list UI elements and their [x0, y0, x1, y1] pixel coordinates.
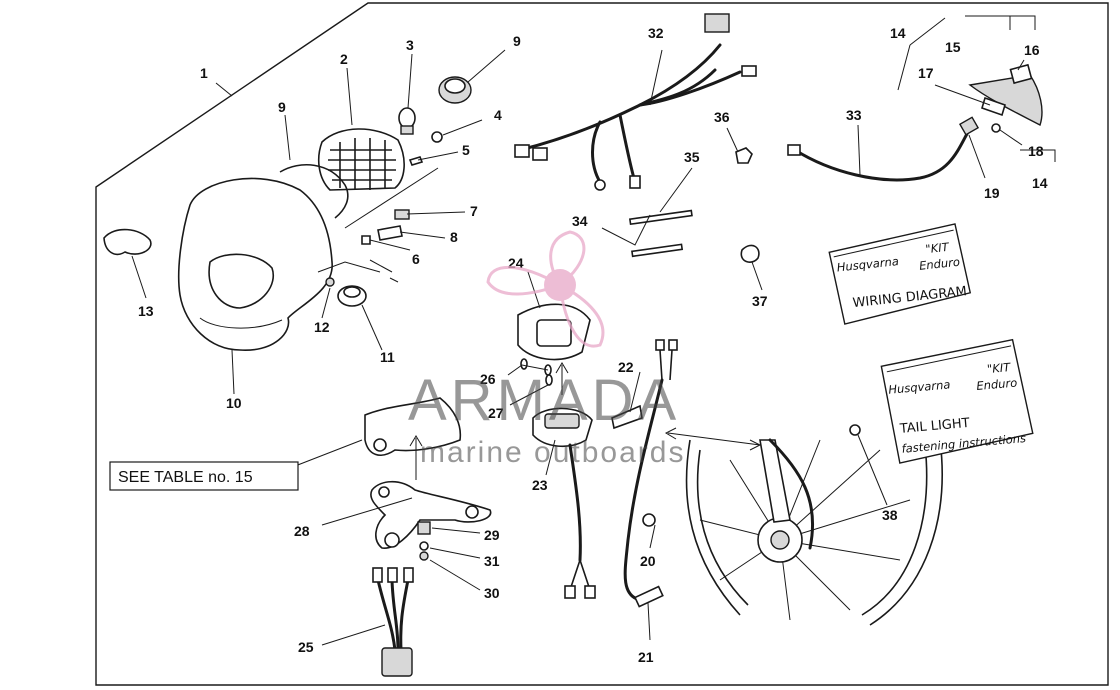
- callout-11: 11: [380, 349, 395, 365]
- cable-tie-lower: [631, 243, 684, 258]
- taillight-card-brand: Husqvarna: [888, 377, 951, 396]
- cable-guide: [103, 228, 152, 256]
- speed-sensor-cable: [611, 339, 678, 608]
- callout-33: 33: [846, 107, 862, 123]
- sub-harness: [372, 567, 414, 677]
- tail-light-assembly: [965, 15, 1056, 162]
- wiring-diagram-card: Husqvarna "KIT Enduro WIRING DIAGRAM: [828, 223, 972, 325]
- front-wheel: [685, 438, 943, 626]
- callout-19: 19: [984, 185, 1000, 201]
- bulb-socket: [438, 76, 472, 104]
- callout-16: 16: [1024, 42, 1040, 58]
- bushing-mid: [545, 374, 553, 386]
- callout-6: 6: [412, 251, 420, 267]
- callout-29: 29: [484, 527, 500, 543]
- wiring-card-brand: Husqvarna: [836, 254, 899, 274]
- taillight-cable: [793, 130, 970, 182]
- callout-31: 31: [484, 553, 500, 569]
- taillight-card-kit: "KIT: [986, 360, 1011, 376]
- callout-4: 4: [494, 107, 502, 123]
- bracket-plate: [377, 225, 403, 241]
- instrument-housing: [517, 303, 591, 361]
- callout-9-gasket: 9: [278, 99, 286, 115]
- callout-7: 7: [470, 203, 478, 219]
- callout-1: 1: [200, 65, 208, 81]
- taillight-instructions-card: Husqvarna "KIT Enduro TAIL LIGHT fasteni…: [880, 338, 1034, 464]
- instrument-bracket-plate: [370, 480, 492, 549]
- nut: [419, 551, 429, 561]
- taillight-card-line1: TAIL LIGHT: [898, 416, 970, 437]
- washer: [419, 541, 429, 551]
- kit-boundary-frame: [95, 2, 1109, 686]
- callout-14-top: 14: [890, 25, 906, 41]
- callout-26: 26: [480, 371, 496, 387]
- callout-3: 3: [406, 37, 414, 53]
- callout-22: 22: [618, 359, 634, 375]
- mounting-screw: [408, 156, 424, 166]
- callout-32: 32: [648, 25, 664, 41]
- sensor-magnet: [642, 513, 656, 527]
- spacer-nut: [394, 209, 410, 220]
- headlight-gasket: [279, 164, 349, 219]
- watermark-tagline: marine outboards: [420, 436, 685, 469]
- callout-34: 34: [572, 213, 588, 229]
- pointer-arrow: [664, 427, 762, 451]
- headlight-bulb: [398, 107, 416, 135]
- watermark-brand: ARMADA: [408, 368, 680, 433]
- leader-lines: [131, 17, 1025, 646]
- sensor-fixing: [849, 424, 861, 436]
- callout-35: 35: [684, 149, 700, 165]
- cable-tie-holder: [740, 244, 760, 263]
- callout-25: 25: [298, 639, 314, 655]
- callout-2: 2: [340, 51, 348, 67]
- taillight-card-type: Enduro: [976, 376, 1018, 394]
- callout-5: 5: [462, 142, 470, 158]
- callout-12: 12: [314, 319, 330, 335]
- callout-8: 8: [450, 229, 458, 245]
- harness-clip: [735, 147, 753, 164]
- armada-watermark: ARMADA marine outboards: [408, 230, 685, 469]
- callout-9-socket: 9: [513, 33, 521, 49]
- cable-tie-upper: [628, 209, 693, 226]
- callout-21: 21: [638, 649, 654, 665]
- handlebar-clamp: [337, 285, 367, 307]
- callout-30: 30: [484, 585, 500, 601]
- speedometer-unit: [532, 407, 596, 599]
- callout-20: 20: [640, 553, 656, 569]
- callout-18: 18: [1028, 143, 1044, 159]
- clamp-screw: [325, 277, 335, 287]
- callout-14-bottom: 14: [1032, 175, 1048, 191]
- screw-washer: [361, 235, 371, 245]
- bushing-left: [520, 358, 528, 370]
- callout-17: 17: [918, 65, 934, 81]
- wiring-card-kit: "KIT: [925, 240, 951, 256]
- callout-labels: 1 2 3 4 5 6 7 8 9 9 10 11 12 13 14 14 15…: [138, 25, 1048, 665]
- callout-10: 10: [226, 395, 242, 411]
- callout-37: 37: [752, 293, 768, 309]
- propeller-logo-icon: [486, 230, 605, 348]
- callout-38: 38: [882, 507, 898, 523]
- callout-15: 15: [945, 39, 961, 55]
- table-reference-label: SEE TABLE no. 15: [118, 469, 253, 486]
- parking-bulb: [431, 131, 443, 143]
- headlight-unit: [317, 128, 405, 191]
- main-wiring-harness: [514, 13, 757, 191]
- assembly-arrow: [409, 435, 423, 480]
- callout-23: 23: [532, 477, 548, 493]
- mounting-bracket: [364, 397, 462, 456]
- callout-13: 13: [138, 303, 154, 319]
- wiring-card-type: Enduro: [918, 255, 960, 273]
- table-reference-box: SEE TABLE no. 15: [109, 461, 299, 491]
- rubber-damper: [417, 521, 431, 535]
- callout-36: 36: [714, 109, 730, 125]
- assembly-arrow: [555, 362, 569, 395]
- callout-28: 28: [294, 523, 310, 539]
- headlight-fairing: [177, 177, 333, 351]
- callout-27: 27: [488, 405, 504, 421]
